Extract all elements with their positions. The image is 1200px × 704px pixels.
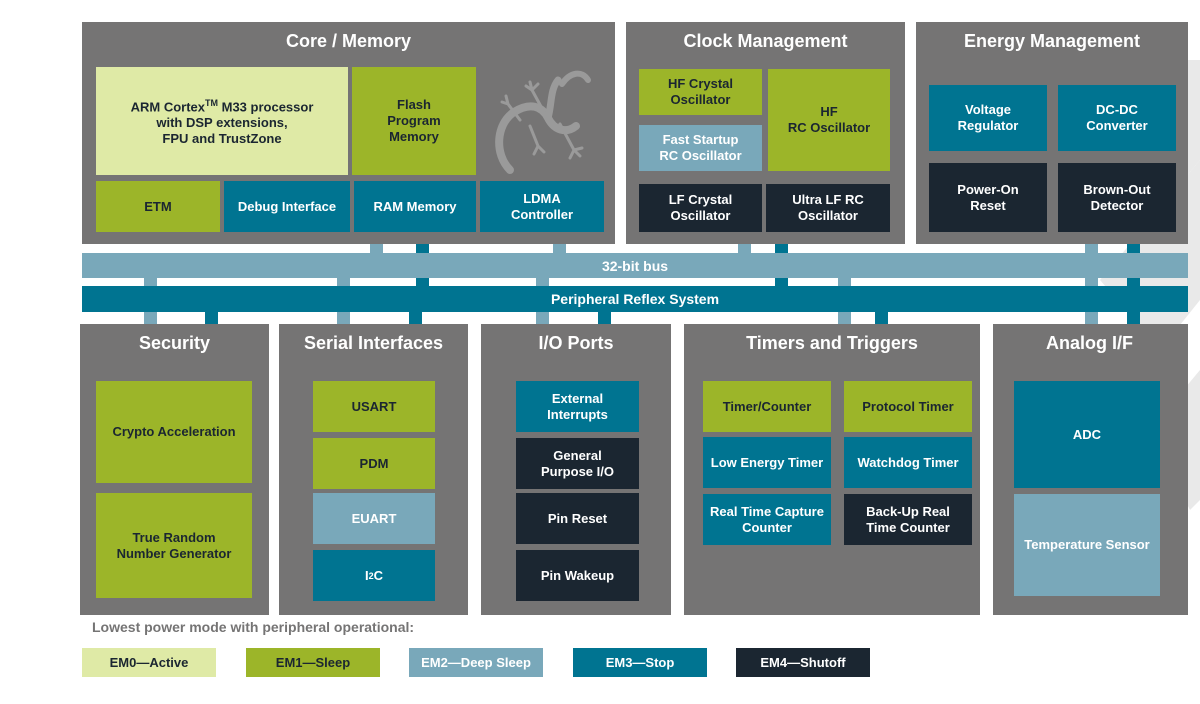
ultra-lf-rc-oscillator-block: Ultra LF RC Oscillator	[766, 184, 890, 232]
gecko-icon	[495, 70, 591, 174]
fast-startup-rc-oscillator-block: Fast Startup RC Oscillator	[639, 125, 762, 171]
io-ports-panel: I/O Ports External Interrupts General Pu…	[481, 324, 671, 615]
analog-if-title: Analog I/F	[1046, 333, 1133, 353]
temperature-sensor-block: Temperature Sensor	[1014, 494, 1160, 596]
serial-interfaces-title: Serial Interfaces	[303, 333, 444, 353]
security-panel: Security Crypto Acceleration True Random…	[80, 324, 269, 615]
ldma-controller-block: LDMA Controller	[480, 181, 604, 232]
timers-triggers-title: Timers and Triggers	[746, 333, 918, 353]
peripheral-reflex-system: Peripheral Reflex System	[82, 286, 1188, 312]
energy-management-panel: Energy Management Voltage Regulator DC-D…	[916, 22, 1188, 244]
protocol-timer-block: Protocol Timer	[844, 381, 972, 432]
security-title: Security	[138, 333, 211, 353]
legend-em4: EM4—Shutoff	[736, 648, 870, 677]
timer-counter-block: Timer/Counter	[703, 381, 831, 432]
hf-rc-line2: RC Oscillator	[787, 120, 871, 135]
pdm-block: PDM	[313, 438, 435, 489]
io-ports-title: I/O Ports	[538, 333, 614, 353]
clock-management-title: Clock Management	[683, 31, 848, 51]
debug-interface-block: Debug Interface	[224, 181, 350, 232]
general-purpose-io-block: General Purpose I/O	[516, 438, 639, 489]
bus-32bit-label: 32-bit bus	[601, 258, 669, 274]
bus-32bit: 32-bit bus	[82, 253, 1188, 278]
true-random-number-generator-block: True Random Number Generator	[96, 493, 252, 598]
prs-label: Peripheral Reflex System	[550, 291, 720, 307]
low-energy-timer-block: Low Energy Timer	[703, 437, 831, 488]
ram-memory-block: RAM Memory	[354, 181, 476, 232]
hf-rc-oscillator-block: HF RC Oscillator	[768, 69, 890, 171]
euart-block: EUART	[313, 493, 435, 544]
usart-block: USART	[313, 381, 435, 432]
pin-reset-block: Pin Reset	[516, 493, 639, 544]
power-on-reset-block: Power-On Reset	[929, 163, 1047, 232]
legend-em1: EM1—Sleep	[246, 648, 380, 677]
adc-block: ADC	[1014, 381, 1160, 488]
legend-em0: EM0—Active	[82, 648, 216, 677]
lf-crystal-oscillator-block: LF Crystal Oscillator	[639, 184, 762, 232]
brown-out-detector-block: Brown-Out Detector	[1058, 163, 1176, 232]
arm-processor-line3: FPU and TrustZone	[162, 131, 282, 147]
hf-crystal-oscillator-block: HF Crystal Oscillator	[639, 69, 762, 115]
crypto-acceleration-block: Crypto Acceleration	[96, 381, 252, 483]
dc-dc-converter-block: DC-DC Converter	[1058, 85, 1176, 151]
timers-triggers-panel: Timers and Triggers Timer/Counter Protoc…	[684, 324, 980, 615]
hf-rc-line1: HF	[820, 104, 838, 119]
core-memory-panel: Core / Memory ARM CortexTM M33 processor…	[82, 22, 615, 244]
real-time-capture-counter-block: Real Time Capture Counter	[703, 494, 831, 545]
energy-management-title: Energy Management	[963, 31, 1141, 51]
core-memory-title: Core / Memory	[285, 31, 412, 51]
legend-em2: EM2—Deep Sleep	[409, 648, 543, 677]
analog-if-panel: Analog I/F ADC Temperature Sensor	[993, 324, 1188, 615]
watchdog-timer-block: Watchdog Timer	[844, 437, 972, 488]
pin-wakeup-block: Pin Wakeup	[516, 550, 639, 601]
etm-block: ETM	[96, 181, 220, 232]
arm-processor-block: ARM CortexTM M33 processor with DSP exte…	[96, 67, 348, 175]
clock-management-panel: Clock Management HF Crystal Oscillator H…	[626, 22, 905, 244]
legend-title: Lowest power mode with peripheral operat…	[92, 619, 415, 635]
arm-processor-line2: with DSP extensions,	[156, 115, 288, 131]
arm-processor-line1: ARM CortexTM M33 processor	[130, 97, 314, 115]
legend-em3: EM3—Stop	[573, 648, 707, 677]
flash-memory-block: Flash Program Memory	[352, 67, 476, 175]
voltage-regulator-block: Voltage Regulator	[929, 85, 1047, 151]
external-interrupts-block: External Interrupts	[516, 381, 639, 432]
backup-real-time-counter-block: Back-Up Real Time Counter	[844, 494, 972, 545]
